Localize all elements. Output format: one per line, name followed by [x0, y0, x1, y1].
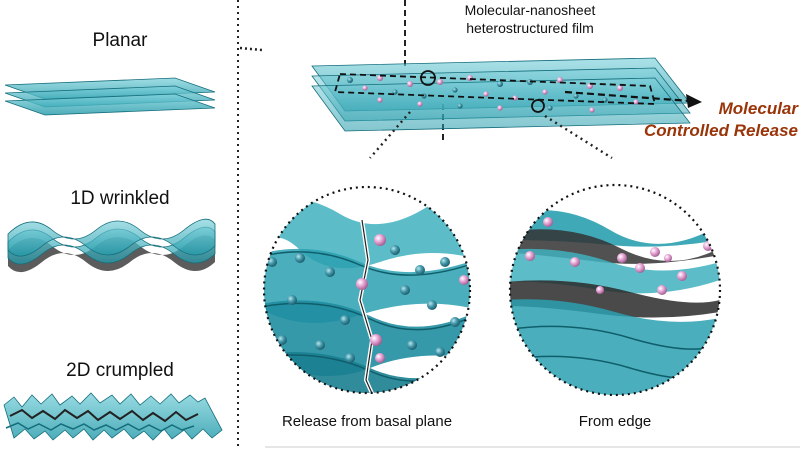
film-title-line1: Molecular-nanosheet [464, 2, 596, 18]
connector-edge [544, 114, 613, 160]
planar-stack [4, 77, 216, 116]
basal-highlight-ring [420, 70, 436, 86]
edge-zoom-circle [508, 183, 722, 397]
connector-basal [369, 111, 411, 159]
release-arrow [564, 90, 702, 108]
basal-zoom-circle [262, 185, 472, 395]
crumpled-label: 2D crumpled [66, 360, 174, 381]
crumpled-stack [3, 392, 223, 441]
heterostructured-film [311, 0, 691, 140]
wrinkled-stack [7, 218, 216, 273]
basal-caption: Release from basal plane [281, 413, 453, 430]
release-label: Molecular Controlled Release [602, 98, 798, 142]
planar-label: Planar [92, 30, 148, 51]
release-label-line1: Molecular [718, 99, 798, 118]
film-title: Molecular-nanosheet heterostructured fil… [430, 1, 630, 37]
wrinkled-label: 1D wrinkled [70, 188, 170, 209]
edge-caption: From edge [578, 413, 652, 430]
edge-highlight-ring [531, 99, 545, 113]
film-title-line2: heterostructured film [466, 20, 594, 36]
release-label-line2: Controlled Release [644, 121, 798, 140]
film-selection-box [333, 73, 657, 105]
divider-connector [239, 46, 263, 52]
